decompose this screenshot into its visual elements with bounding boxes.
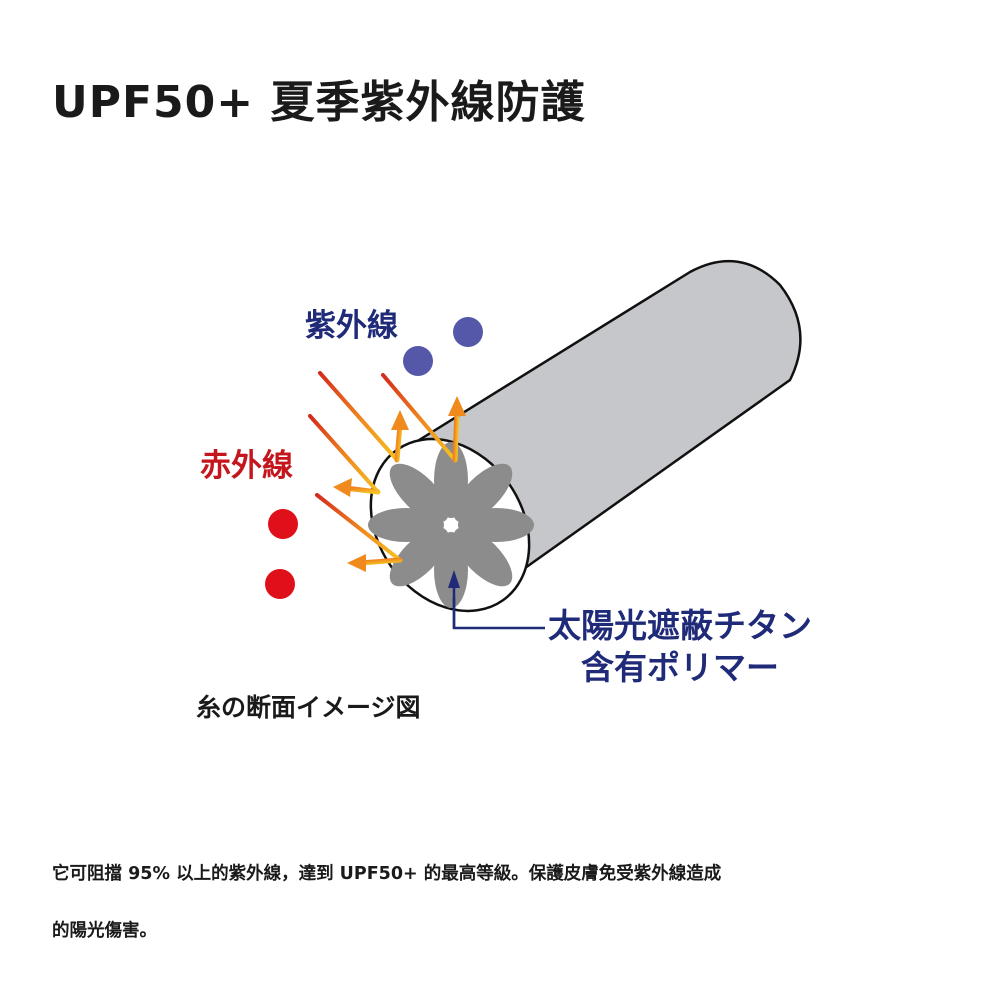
- ir-particles: [265, 509, 298, 599]
- polymer-label: 太陽光遮蔽チタン 含有ポリマー: [548, 605, 812, 689]
- polymer-label-line1: 太陽光遮蔽チタン: [548, 606, 812, 645]
- polymer-petals: [368, 442, 534, 608]
- uv-label: 紫外線: [305, 308, 398, 344]
- ir-label: 赤外線: [200, 448, 293, 484]
- incoming-rays: [308, 371, 457, 562]
- reflected-arrows: [342, 407, 460, 566]
- description-line-2: 的陽光傷害。: [52, 921, 157, 941]
- page-title: UPF50+ 夏季紫外線防護: [52, 77, 586, 128]
- polymer-label-line2: 含有ポリマー: [581, 648, 779, 687]
- diagram-caption: 糸の断面イメージ図: [196, 693, 421, 722]
- description-paragraph: 它可阻擋 95% 以上的紫外線，達到 UPF50+ 的最高等級。保護皮膚免受紫外…: [52, 846, 982, 960]
- arrow-heads: [333, 396, 466, 572]
- description-line-1: 它可阻擋 95% 以上的紫外線，達到 UPF50+ 的最高等級。保護皮膚免受紫外…: [52, 864, 722, 884]
- uv-particles: [403, 317, 483, 376]
- polymer-pointer: [448, 570, 545, 630]
